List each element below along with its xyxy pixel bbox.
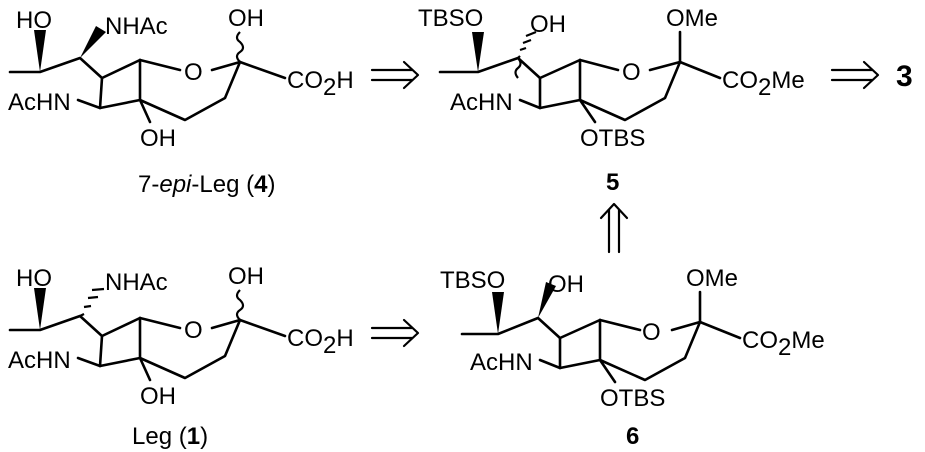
oh-bottom-label: OH [140,125,176,152]
oh-label: OH [530,11,566,38]
wedge-bond [34,288,46,330]
wedge-bond [472,32,484,72]
oh-anomeric-label: OH [228,5,264,32]
co2h-label: CO2H [287,67,354,101]
otbs-label: OTBS [600,385,665,412]
wavy-bond [235,289,245,321]
molecule-6: TBSO OH OMe O CO2Me AcHN OTBS 6 [440,265,825,450]
compound-5-label: 5 [606,169,619,196]
wedge-bond [492,292,504,334]
achn-label: AcHN [470,349,533,376]
ring-oxygen-label: O [622,59,641,86]
oh-bottom-label: OH [140,383,176,410]
tbso-label: TBSO [418,5,483,32]
achn-label: AcHN [8,347,71,374]
nhac-label: NHAc [105,13,168,40]
nhac-label: NHAc [105,269,168,296]
ho-label: HO [16,7,52,34]
achn-label: AcHN [8,89,71,116]
ring-oxygen-label: O [184,59,203,86]
compound-6-label: 6 [626,423,639,450]
retro-arrow-4-to-5 [370,60,420,90]
molecule-5: TBSO OH OMe O CO2Me AcHN OTBS 5 [418,5,805,196]
retro-arrow-1-to-6 [370,318,420,348]
ester-label: CO2Me [742,327,825,361]
oh-label: OH [548,271,584,298]
wavy-bond [514,57,522,79]
hash-bond [79,287,105,317]
target-compound-3-label: 3 [896,60,913,93]
molecule-leg: HO NHAc OH O CO2H AcHN OH Leg (1) [8,263,354,450]
wedge-bond [34,30,46,72]
wedge-bond [538,282,556,318]
achn-label: AcHN [450,89,513,116]
ring-oxygen-label: O [642,319,661,346]
retro-arrow-6-to-5 [599,202,629,254]
ester-label: CO2Me [722,67,805,101]
ho-label: HO [16,265,52,292]
wavy-bond [235,31,245,63]
co2h-label: CO2H [287,325,354,359]
caption-7-epi-leg: 7-epi-Leg (4) [138,171,275,198]
tbso-label: TBSO [440,267,505,294]
molecule-7-epi-leg: HO NHAc OH O CO2H AcHN OH 7-epi-Leg (4) [8,5,354,198]
otbs-label: OTBS [580,125,645,152]
ome-label: OMe [686,265,738,292]
ome-label: OMe [666,5,718,32]
oh-anomeric-label: OH [228,263,264,290]
caption-leg: Leg (1) [132,423,208,450]
ring-oxygen-label: O [184,317,203,344]
hash-bond [517,30,537,59]
retro-arrow-5-to-3 [830,60,880,90]
wedge-bond [80,26,106,58]
